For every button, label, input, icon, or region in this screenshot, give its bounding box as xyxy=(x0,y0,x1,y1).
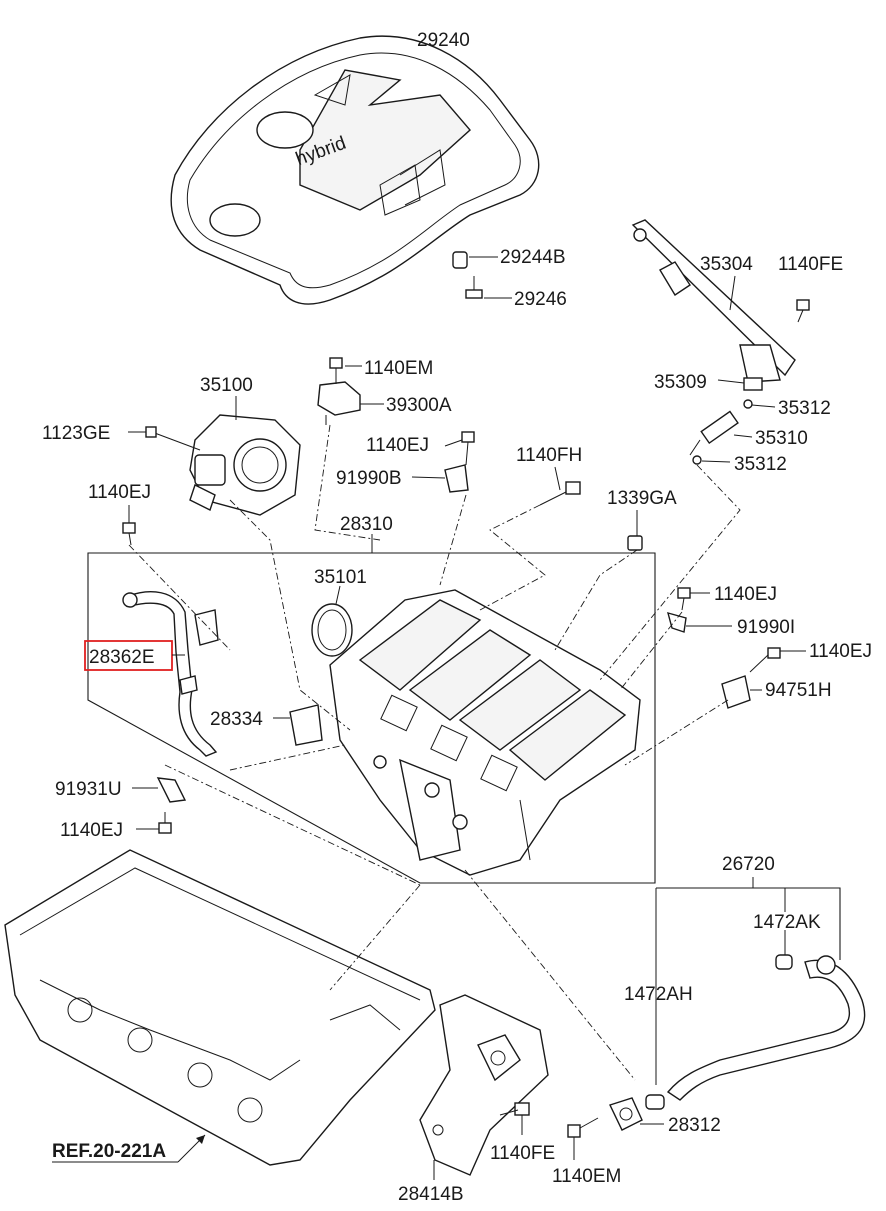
gasket-28334[interactable] xyxy=(289,704,323,746)
label-1140EM-bottom: 1140EM xyxy=(552,1166,621,1187)
label-39300A: 39300A xyxy=(386,395,452,416)
nut-1339GA[interactable] xyxy=(627,535,643,551)
bolt-1140EJ-right-b[interactable] xyxy=(749,647,781,673)
throttle-body-35100[interactable] xyxy=(189,414,301,516)
label-1140FH: 1140FH xyxy=(516,445,582,466)
label-28334: 28334 xyxy=(210,709,263,730)
label-91990I: 91990I xyxy=(737,617,795,638)
bolt-29246[interactable] xyxy=(465,276,483,299)
clamp-1472AH[interactable] xyxy=(645,1094,665,1110)
bolt-1140EM-bottom[interactable] xyxy=(567,1117,599,1138)
gasket-35101[interactable] xyxy=(311,603,353,657)
injector-35310[interactable] xyxy=(689,410,739,456)
label-91990B: 91990B xyxy=(336,468,402,489)
bracket-91931U[interactable] xyxy=(156,777,187,803)
label-28312: 28312 xyxy=(668,1115,721,1136)
label-1339GA: 1339GA xyxy=(607,488,677,509)
bolt-1140EJ-bottom[interactable] xyxy=(158,812,172,834)
label-1140FE-top: 1140FE xyxy=(778,254,843,275)
reference-label[interactable]: REF.20-221A xyxy=(52,1141,166,1162)
bracket-94751H[interactable] xyxy=(721,675,751,709)
intake-manifold-28310[interactable] xyxy=(329,589,641,876)
bolt-1140EJ-left[interactable] xyxy=(122,522,136,546)
bolt-1140EM-top[interactable] xyxy=(329,357,343,384)
label-35100: 35100 xyxy=(200,375,253,396)
label-1140EJ-left: 1140EJ xyxy=(88,482,151,503)
label-1140EJ-right-b: 1140EJ xyxy=(809,641,872,662)
cylinder-head-reference xyxy=(4,849,436,1166)
clamp-1472AK[interactable] xyxy=(775,954,793,970)
label-1472AH: 1472AH xyxy=(624,984,693,1005)
label-29244B: 29244B xyxy=(500,247,566,268)
seal-35309[interactable] xyxy=(743,377,763,391)
bracket-91990B[interactable] xyxy=(444,464,469,493)
label-35312-b: 35312 xyxy=(734,454,787,475)
label-35304: 35304 xyxy=(700,254,753,275)
label-28414B: 28414B xyxy=(398,1184,464,1205)
bolt-1140FH[interactable] xyxy=(539,481,581,506)
label-29246: 29246 xyxy=(514,289,567,310)
grommet-29244B[interactable] xyxy=(452,251,468,269)
label-29240: 29240 xyxy=(417,30,470,51)
label-1140EM-top: 1140EM xyxy=(364,358,433,379)
label-1140EJ-bracket: 1140EJ xyxy=(366,435,429,456)
bracket-28414B[interactable] xyxy=(419,994,549,1176)
label-35312-a: 35312 xyxy=(778,398,831,419)
label-1123GE: 1123GE xyxy=(42,423,110,444)
fitting-28312[interactable] xyxy=(609,1097,643,1131)
engine-cover-29240[interactable]: hybrid xyxy=(170,35,540,305)
label-1140EJ-bottom: 1140EJ xyxy=(60,820,123,841)
map-sensor-39300A[interactable] xyxy=(317,381,361,425)
label-94751H: 94751H xyxy=(765,680,832,701)
oring-35312-a[interactable] xyxy=(743,399,753,409)
pcv-hose-28362E[interactable] xyxy=(122,591,219,757)
bolt-1140EJ-right-a[interactable] xyxy=(677,587,691,611)
bolt-1140EJ-bracket[interactable] xyxy=(461,431,475,466)
oring-35312-b[interactable] xyxy=(692,455,702,465)
fuel-rail-35304[interactable] xyxy=(631,219,796,383)
vacuum-hose-26720[interactable] xyxy=(666,955,866,1101)
bolt-1140FE-top[interactable] xyxy=(796,299,810,323)
label-35309: 35309 xyxy=(654,372,707,393)
bracket-91990I[interactable] xyxy=(667,611,687,633)
label-35101: 35101 xyxy=(314,567,367,588)
label-1140FE-bottom: 1140FE xyxy=(490,1143,555,1164)
label-28362E: 28362E xyxy=(89,647,155,668)
bolt-1123GE[interactable] xyxy=(145,426,201,451)
label-1140EJ-right-a: 1140EJ xyxy=(714,584,777,605)
label-1472AK: 1472AK xyxy=(753,912,821,933)
label-28310: 28310 xyxy=(340,514,393,535)
label-91931U: 91931U xyxy=(55,779,122,800)
label-35310: 35310 xyxy=(755,428,808,449)
label-26720: 26720 xyxy=(722,854,775,875)
